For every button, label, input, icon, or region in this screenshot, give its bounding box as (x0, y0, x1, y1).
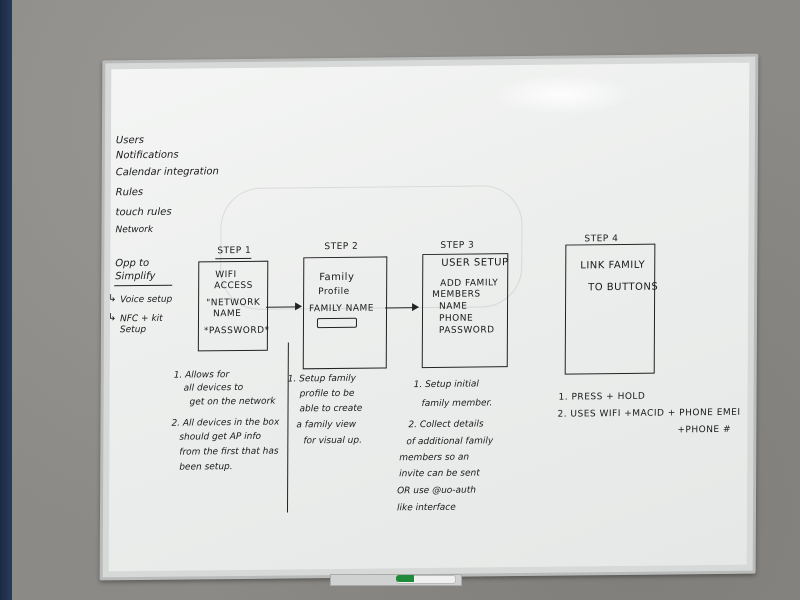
arrow-voice-setup-icon: ↳ (108, 293, 117, 305)
sidebar-item-users: Users (115, 134, 144, 147)
family-name-input-sketch (316, 317, 357, 329)
step2-note-2: profile to be (299, 388, 355, 400)
opp-item-voice: Voice setup (120, 294, 173, 306)
arrow-step1-to-step2-icon (266, 306, 301, 308)
step1-note-4: 2. All devices in the box (171, 417, 280, 429)
step1-note-2: all devices to (183, 382, 244, 394)
step2-note-3: able to create (299, 403, 363, 415)
step3-note-2: family member. (421, 398, 493, 410)
divider-line (286, 342, 289, 513)
step4-note-3: +PHONE # (677, 424, 732, 436)
step1-note-6: from the first that has (179, 446, 279, 458)
sidebar-item-rules: Rules (115, 186, 144, 199)
whiteboard: Users Notifications Calendar integration… (99, 53, 759, 581)
step3-note-1: 1. Setup initial (413, 379, 479, 391)
marker-cap (396, 575, 414, 582)
step1-line-password: *PASSWORD* (203, 325, 270, 337)
arrow-nfc-icon: ↳ (107, 312, 117, 324)
step2-note-1: 1. Setup family (287, 373, 357, 385)
step3-note-5: members so an (399, 452, 470, 464)
step1-line-name: NAME (213, 308, 242, 320)
sidebar-item-network: Network (115, 224, 154, 236)
step1-note-3: get on the network (189, 396, 276, 408)
step3-line-members: MEMBERS (432, 289, 481, 300)
step3-line-password: PASSWORD (438, 325, 495, 336)
whiteboard-surface: Users Notifications Calendar integration… (107, 62, 750, 572)
step3-line-user-setup: USER SETUP (441, 257, 509, 269)
step4-line-link-family: LINK FAMILY (580, 259, 646, 272)
opp-title: Opp to Simplify (115, 257, 156, 282)
opp-underline (114, 284, 173, 287)
step2-note-4: a family view (296, 419, 357, 431)
step1-line-access: ACCESS (214, 280, 253, 292)
step3-note-6: invite can be sent (399, 468, 480, 480)
step2-title: STEP 2 (324, 241, 359, 253)
step1-line-network: "NETWORK (206, 297, 261, 309)
sidebar-item-notifications: Notifications (115, 149, 179, 162)
step2-line-family-name: FAMILY NAME (309, 303, 375, 315)
step1-note-1: 1. Allows for (173, 370, 230, 381)
step3-note-4: of additional family (406, 436, 494, 448)
opp-item-nfc: NFC + kit Setup (119, 313, 163, 336)
step3-note-7: OR use @uo-auth (397, 485, 477, 497)
step1-note-5: should get AP info (179, 431, 262, 443)
light-glare (491, 73, 632, 116)
step3-note-3: 2. Collect details (408, 419, 484, 431)
sidebar-item-calendar: Calendar integration (115, 166, 219, 179)
sidebar-item-touch-rules: touch rules (115, 206, 172, 219)
step3-line-add-family: ADD FAMILY (440, 278, 499, 289)
step2-line-family: Family (319, 271, 355, 284)
step3-note-8: like interface (396, 502, 456, 514)
step2-line-profile: Profile (318, 286, 350, 298)
step2-note-5: for visual up. (303, 435, 363, 447)
step3-line-name: NAME (439, 301, 468, 312)
step1-title: STEP 1 (217, 245, 252, 257)
step4-note-1: 1. PRESS + HOLD (558, 391, 646, 403)
wall-edge (0, 0, 12, 600)
step4-line-to-buttons: TO BUTTONS (588, 281, 659, 294)
step4-note-2: 2. USES WIFI +MACID + PHONE EMEI (557, 407, 741, 420)
step1-line-wifi: WIFI (215, 270, 237, 281)
step1-note-7: been setup. (179, 462, 233, 473)
step3-title: STEP 3 (440, 240, 475, 251)
arrow-step2-to-step3-icon (385, 307, 418, 309)
step3-line-phone: PHONE (438, 313, 474, 324)
